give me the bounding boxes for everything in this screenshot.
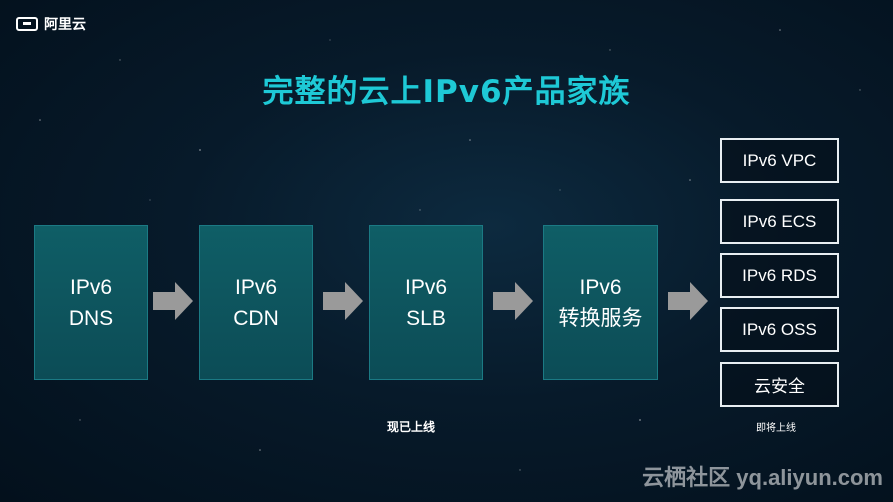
flow-box-line2: 转换服务: [558, 306, 643, 330]
product-ipv6-ecs: IPv6 ECS: [720, 199, 839, 244]
flow-box-line2: CDN: [233, 306, 279, 330]
caption-coming-soon: 即将上线: [756, 423, 796, 434]
watermark: 云栖社区 yq.aliyun.com: [642, 465, 883, 490]
aliyun-logo-icon: [16, 17, 38, 31]
product-cloud-security: 云安全: [720, 362, 839, 407]
flow-box-translation: IPv6 转换服务: [543, 225, 658, 380]
flow-box-cdn: IPv6 CDN: [199, 225, 313, 380]
flow-box-line2: SLB: [406, 306, 446, 330]
slide-title: 完整的云上IPv6产品家族: [262, 74, 631, 110]
arrow-right-icon: [323, 282, 363, 320]
caption-available-now: 现已上线: [387, 420, 436, 434]
flow-box-line1: IPv6: [579, 275, 622, 299]
flow-box-dns: IPv6 DNS: [34, 225, 148, 380]
arrow-right-icon: [153, 282, 193, 320]
product-ipv6-oss: IPv6 OSS: [720, 307, 839, 352]
brand-name: 阿里云: [44, 17, 86, 33]
product-ipv6-vpc: IPv6 VPC: [720, 138, 839, 183]
flow-box-line1: IPv6: [404, 275, 448, 299]
product-ipv6-rds: IPv6 RDS: [720, 253, 839, 298]
flow-box-line2: DNS: [68, 306, 114, 330]
arrow-right-icon: [493, 282, 533, 320]
arrow-right-icon: [668, 282, 708, 320]
flow-box-line1: IPv6: [234, 275, 278, 299]
flow-box-line1: IPv6: [69, 275, 113, 299]
flow-box-slb: IPv6 SLB: [369, 225, 483, 380]
aliyun-logo: 阿里云: [16, 14, 86, 34]
